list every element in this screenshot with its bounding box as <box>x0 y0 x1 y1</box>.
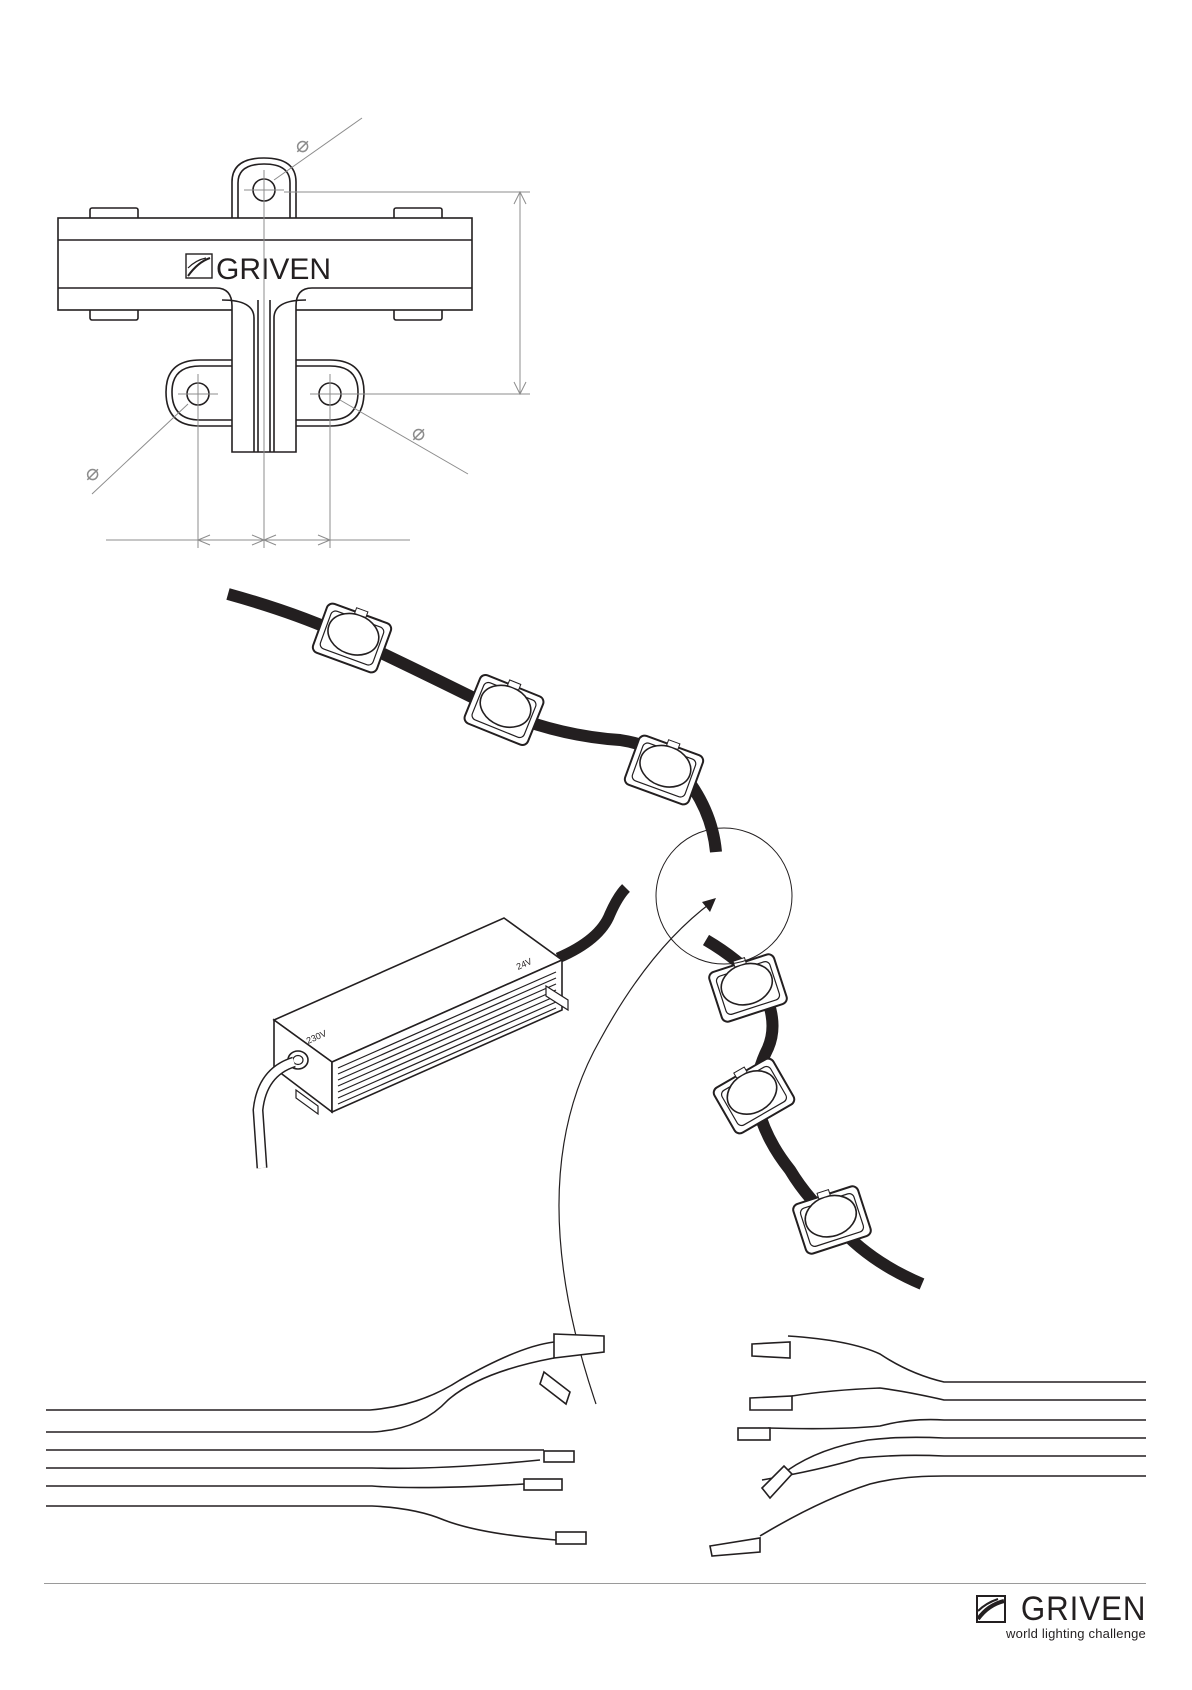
detail-circle <box>656 828 792 964</box>
brand-logo: GRIVEN <box>976 1594 1146 1624</box>
diameter-symbol-right: ⌀ <box>412 420 425 445</box>
griven-mark-icon <box>976 1595 1006 1623</box>
bracket-logo-text: GRIVEN <box>216 253 331 286</box>
led-node <box>710 1053 797 1135</box>
footer-divider <box>44 1583 1146 1584</box>
wire-bundle-left <box>46 1334 604 1544</box>
led-node <box>311 598 394 674</box>
wire-bundle-right <box>710 1336 1146 1556</box>
power-driver <box>258 888 626 1168</box>
bracket-drawing <box>58 158 472 452</box>
brand-name: GRIVEN <box>1021 1594 1146 1624</box>
detail-callout-arc <box>559 902 712 1404</box>
bracket-dimensions <box>92 118 530 548</box>
footer-brand: GRIVEN world lighting challenge <box>976 1594 1146 1641</box>
brand-tagline: world lighting challenge <box>976 1626 1146 1641</box>
diameter-symbol-top: ⌀ <box>296 132 309 157</box>
led-node <box>463 669 547 746</box>
diameter-symbol-left: ⌀ <box>86 460 99 485</box>
detail-callout-arrowhead <box>702 898 716 912</box>
